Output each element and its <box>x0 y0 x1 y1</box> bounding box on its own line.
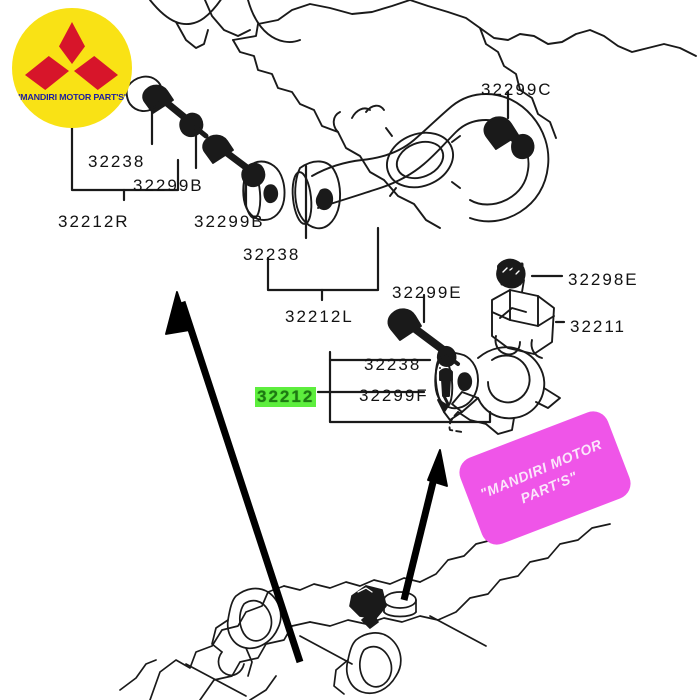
upper-arm-top-edge <box>311 93 487 177</box>
part-label-32299e: 32299E <box>392 283 463 302</box>
leader-lines <box>70 90 566 424</box>
arrow-left-shaft <box>178 300 304 664</box>
bracket-body <box>491 289 555 355</box>
arrow-right-head <box>427 449 448 487</box>
bolt-32299b-a <box>142 84 209 139</box>
part-label-32299f: 32299F <box>359 386 429 405</box>
crossmember-top-tab <box>149 0 222 26</box>
upper-arm-hub-outer <box>469 93 550 223</box>
part-label-32212: 32212 <box>255 387 317 407</box>
bolt-32299f <box>439 367 453 406</box>
callout-arrows <box>165 291 448 664</box>
arrow-right-shaft <box>400 461 442 601</box>
part-label-32238: 32238 <box>88 152 146 171</box>
part-label-32299b: 32299B <box>194 212 265 231</box>
part-label-32212r: 32212R <box>58 212 130 231</box>
part-label-32238: 32238 <box>364 355 422 374</box>
bolt-32299c <box>483 116 535 160</box>
mitsubishi-roundel-watermark: 'MANDIRI MOTOR PART'S' <box>12 8 132 128</box>
part-label-32298e: 32298E <box>568 270 639 289</box>
arrow-left-head <box>165 291 191 335</box>
bushing-large-a <box>294 160 342 230</box>
part-label-32299c: 32299C <box>481 80 553 99</box>
part-label-32238: 32238 <box>243 245 301 264</box>
upper-arm-eye <box>386 131 454 189</box>
diamond-right-icon <box>74 56 118 90</box>
roundel-text: 'MANDIRI MOTOR PART'S' <box>18 92 126 102</box>
diamond-left-icon <box>25 56 69 90</box>
part-label-32299b: 32299B <box>133 176 204 195</box>
part-label-32212l: 32212L <box>285 307 354 326</box>
bolt-32299e <box>387 308 460 367</box>
upper-arm-bottom-edge <box>317 119 487 209</box>
bolt-32299b-b <box>202 134 266 188</box>
nut-32298e <box>496 258 526 289</box>
bracket-32211 <box>491 262 555 359</box>
diamond-top-icon <box>59 22 85 64</box>
part-label-32211: 32211 <box>570 317 627 336</box>
